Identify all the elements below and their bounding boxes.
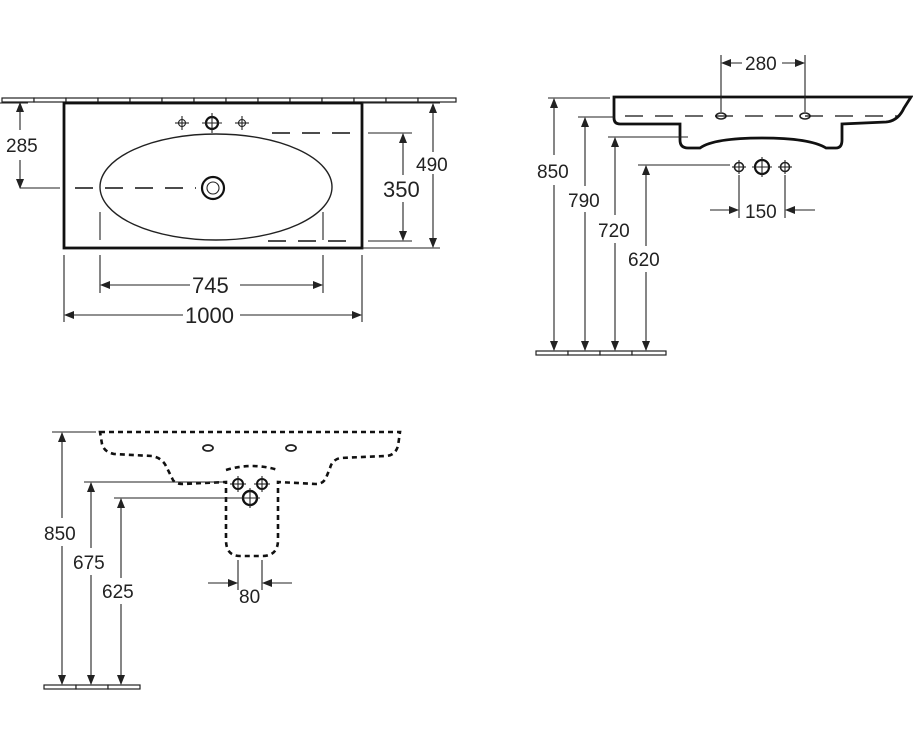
tap-hole-icon bbox=[202, 113, 222, 133]
dim-label: 850 bbox=[44, 524, 76, 545]
dim-label: 285 bbox=[6, 136, 38, 157]
dim-80: 80 bbox=[208, 560, 292, 608]
dim-label: 150 bbox=[745, 202, 777, 223]
supply-left-icon bbox=[230, 476, 246, 492]
dim-745: 745 bbox=[99, 255, 324, 298]
dim-label: 745 bbox=[192, 273, 229, 298]
dim-label: 675 bbox=[73, 553, 105, 574]
dim-150: 150 bbox=[710, 175, 815, 223]
dim-285: 285 bbox=[0, 102, 60, 189]
basin-dotted-profile bbox=[98, 430, 402, 558]
waste-connection-icon bbox=[240, 488, 260, 508]
wall-strip bbox=[1, 97, 457, 103]
dim-350: 350 bbox=[368, 132, 420, 242]
dim-label: 280 bbox=[745, 54, 777, 75]
dim-850: 850 bbox=[537, 97, 610, 351]
dim-675: 675 bbox=[73, 481, 224, 685]
dim-label: 620 bbox=[628, 250, 660, 271]
dim-1000: 1000 bbox=[63, 255, 363, 328]
basin-outline bbox=[62, 101, 364, 250]
dim-label: 1000 bbox=[185, 303, 234, 328]
basin-profile bbox=[612, 95, 913, 150]
dim-label: 850 bbox=[537, 162, 569, 183]
dim-280: 280 bbox=[720, 54, 806, 112]
supply-left-icon bbox=[732, 160, 746, 174]
floor-strip bbox=[535, 350, 667, 356]
side-view: 280 150 bbox=[535, 54, 913, 356]
waste-connection-icon bbox=[752, 157, 772, 177]
supply-right-icon bbox=[778, 160, 792, 174]
dim-label: 350 bbox=[383, 177, 420, 202]
dim-720: 720 bbox=[598, 136, 688, 351]
dim-790: 790 bbox=[568, 116, 614, 351]
tap-hole-option-right-icon bbox=[235, 116, 249, 130]
bowl-ellipse bbox=[99, 133, 333, 241]
dim-label: 490 bbox=[416, 155, 448, 176]
front-view: 80 850 675 625 bbox=[43, 430, 402, 690]
dim-490: 490 bbox=[362, 102, 452, 249]
floor-strip bbox=[43, 684, 141, 690]
dim-850: 850 bbox=[44, 431, 96, 685]
dim-620: 620 bbox=[628, 164, 730, 351]
dim-625: 625 bbox=[102, 497, 240, 685]
dim-label: 80 bbox=[239, 587, 260, 608]
dim-label: 720 bbox=[598, 221, 630, 242]
dim-label: 790 bbox=[568, 191, 600, 212]
drain-icon bbox=[200, 175, 226, 201]
tap-hole-option-left-icon bbox=[175, 116, 189, 130]
top-view: 285 490 350 745 bbox=[0, 97, 457, 328]
dim-label: 625 bbox=[102, 582, 134, 603]
supply-right-icon bbox=[254, 476, 270, 492]
